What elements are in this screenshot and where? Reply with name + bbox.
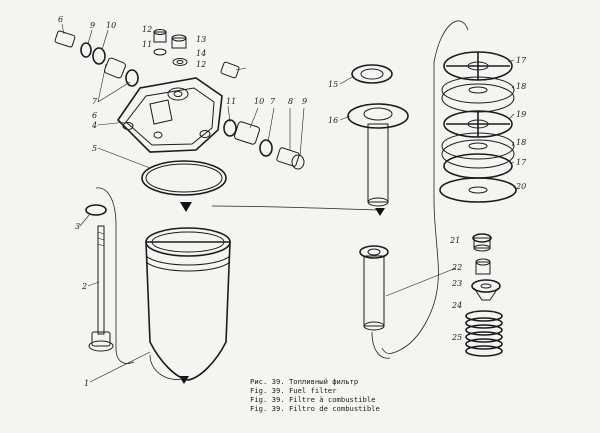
callout-17: 17 bbox=[516, 56, 527, 65]
callout-25: 25 bbox=[451, 333, 462, 342]
small-parts bbox=[465, 233, 503, 357]
callout-19: 19 bbox=[516, 110, 526, 119]
callout-17b: 17 bbox=[516, 158, 527, 167]
top-plugs bbox=[153, 29, 188, 66]
callout-9b: 9 bbox=[302, 97, 307, 106]
callout-10b: 10 bbox=[254, 97, 264, 106]
callout-13: 13 bbox=[196, 35, 206, 44]
callout-5: 5 bbox=[92, 144, 97, 153]
leader-lines bbox=[61, 23, 515, 383]
callout-23: 23 bbox=[451, 279, 462, 288]
callout-2: 2 bbox=[81, 282, 87, 291]
callout-16: 16 bbox=[328, 116, 338, 125]
caption-es: Fig. 39. Filtro de combustible bbox=[250, 404, 380, 413]
filter-bowl bbox=[145, 227, 231, 381]
callout-6: 6 bbox=[58, 15, 63, 24]
right-fitting-stack bbox=[223, 119, 305, 170]
caption-fr: Fig. 39. Filtre à combustible bbox=[250, 395, 376, 404]
callout-8: 8 bbox=[288, 97, 293, 106]
callout-18: 18 bbox=[516, 82, 526, 91]
element-16 bbox=[347, 64, 409, 207]
filter-housing bbox=[116, 77, 223, 153]
callout-11b: 11 bbox=[226, 97, 236, 106]
figure-caption: Рис. 39. Топливный фильтр Fig. 39. Fuel … bbox=[250, 377, 380, 413]
callout-6b: 6 bbox=[92, 111, 97, 120]
callout-14: 14 bbox=[196, 49, 206, 58]
callout-7: 7 bbox=[92, 97, 98, 106]
callout-20: 20 bbox=[515, 182, 526, 191]
callout-1: 1 bbox=[84, 379, 89, 388]
callout-labels: 1 2 3 4 5 6 6 7 8 9 9 10 10 11 11 12 12 … bbox=[58, 15, 527, 388]
spring-25 bbox=[465, 310, 503, 357]
central-bolt bbox=[85, 204, 114, 352]
callout-18b: 18 bbox=[516, 138, 526, 147]
callout-9: 9 bbox=[90, 21, 95, 30]
element-22 bbox=[359, 245, 389, 331]
callout-7b: 7 bbox=[270, 97, 276, 106]
caption-en: Fig. 39. Fuel filter bbox=[250, 386, 337, 395]
callout-4: 4 bbox=[91, 121, 97, 130]
left-fitting-stack bbox=[54, 30, 139, 87]
callout-12: 12 bbox=[142, 25, 152, 34]
callout-11: 11 bbox=[142, 40, 152, 49]
disc-stack bbox=[439, 51, 517, 203]
assembly-paths bbox=[95, 20, 469, 380]
callout-24: 24 bbox=[451, 301, 462, 310]
callout-12b: 12 bbox=[196, 60, 206, 69]
callout-22: 22 bbox=[451, 263, 462, 272]
right-plug bbox=[220, 61, 240, 79]
callout-15: 15 bbox=[328, 80, 338, 89]
gasket-ring bbox=[141, 160, 227, 196]
callout-21: 21 bbox=[449, 236, 460, 245]
callout-3: 3 bbox=[75, 222, 80, 231]
caption-ru: Рис. 39. Топливный фильтр bbox=[250, 377, 358, 386]
callout-10: 10 bbox=[106, 21, 116, 30]
